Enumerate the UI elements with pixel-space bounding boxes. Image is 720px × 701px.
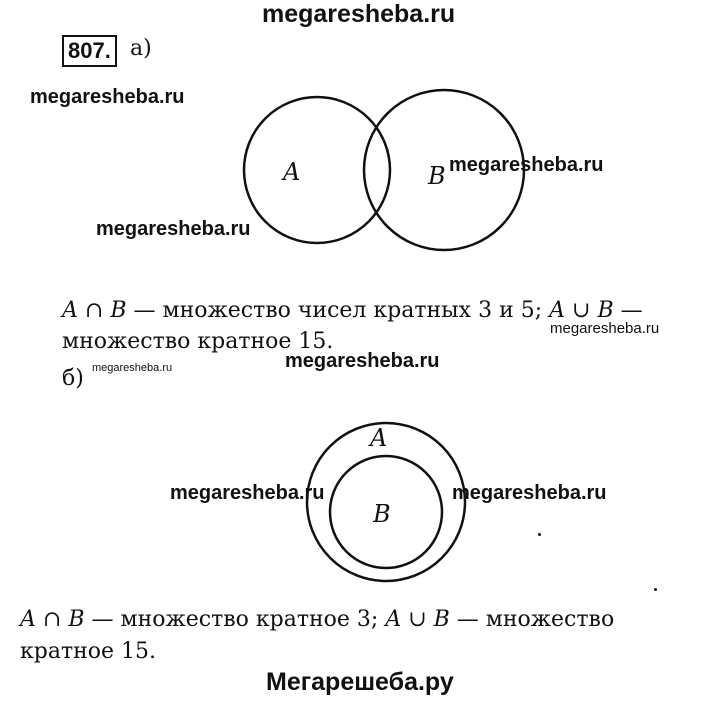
watermark: megaresheba.ru	[449, 154, 604, 176]
set-b-label: B	[427, 162, 446, 190]
watermark: megaresheba.ru	[96, 218, 251, 240]
watermark: megaresheba.ru	[452, 482, 607, 504]
speck	[654, 588, 657, 591]
set-a-label: A	[368, 424, 387, 452]
answer-a-line-2: множество кратное 15.	[62, 329, 334, 354]
problem-number: 807.	[62, 35, 117, 67]
circle-a	[242, 95, 392, 245]
set-b-label: B	[372, 500, 391, 528]
part-b-label: б)	[62, 366, 84, 391]
speck	[538, 533, 541, 536]
watermark: megaresheba.ru	[92, 362, 173, 374]
answer-a-line-1: A ∩ B — множество чисел кратных 3 и 5; A…	[62, 298, 643, 323]
circle-inner-b	[328, 454, 444, 570]
watermark: megaresheba.ru	[285, 350, 440, 372]
watermark: megaresheba.ru	[170, 482, 325, 504]
part-a-label: а)	[130, 36, 152, 61]
set-a-label: A	[281, 158, 300, 186]
watermark: megaresheba.ru	[550, 320, 660, 337]
watermark-bottom: Мегарешеба.ру	[266, 668, 454, 696]
circle-b	[362, 88, 526, 252]
watermark: megaresheba.ru	[30, 86, 185, 108]
answer-b-line-1: A ∩ B — множество кратное 3; A ∪ B — мно…	[20, 607, 615, 632]
watermark-top: megaresheba.ru	[262, 0, 456, 28]
circle-outer-a	[305, 421, 467, 583]
answer-b-line-2: кратное 15.	[20, 639, 157, 664]
